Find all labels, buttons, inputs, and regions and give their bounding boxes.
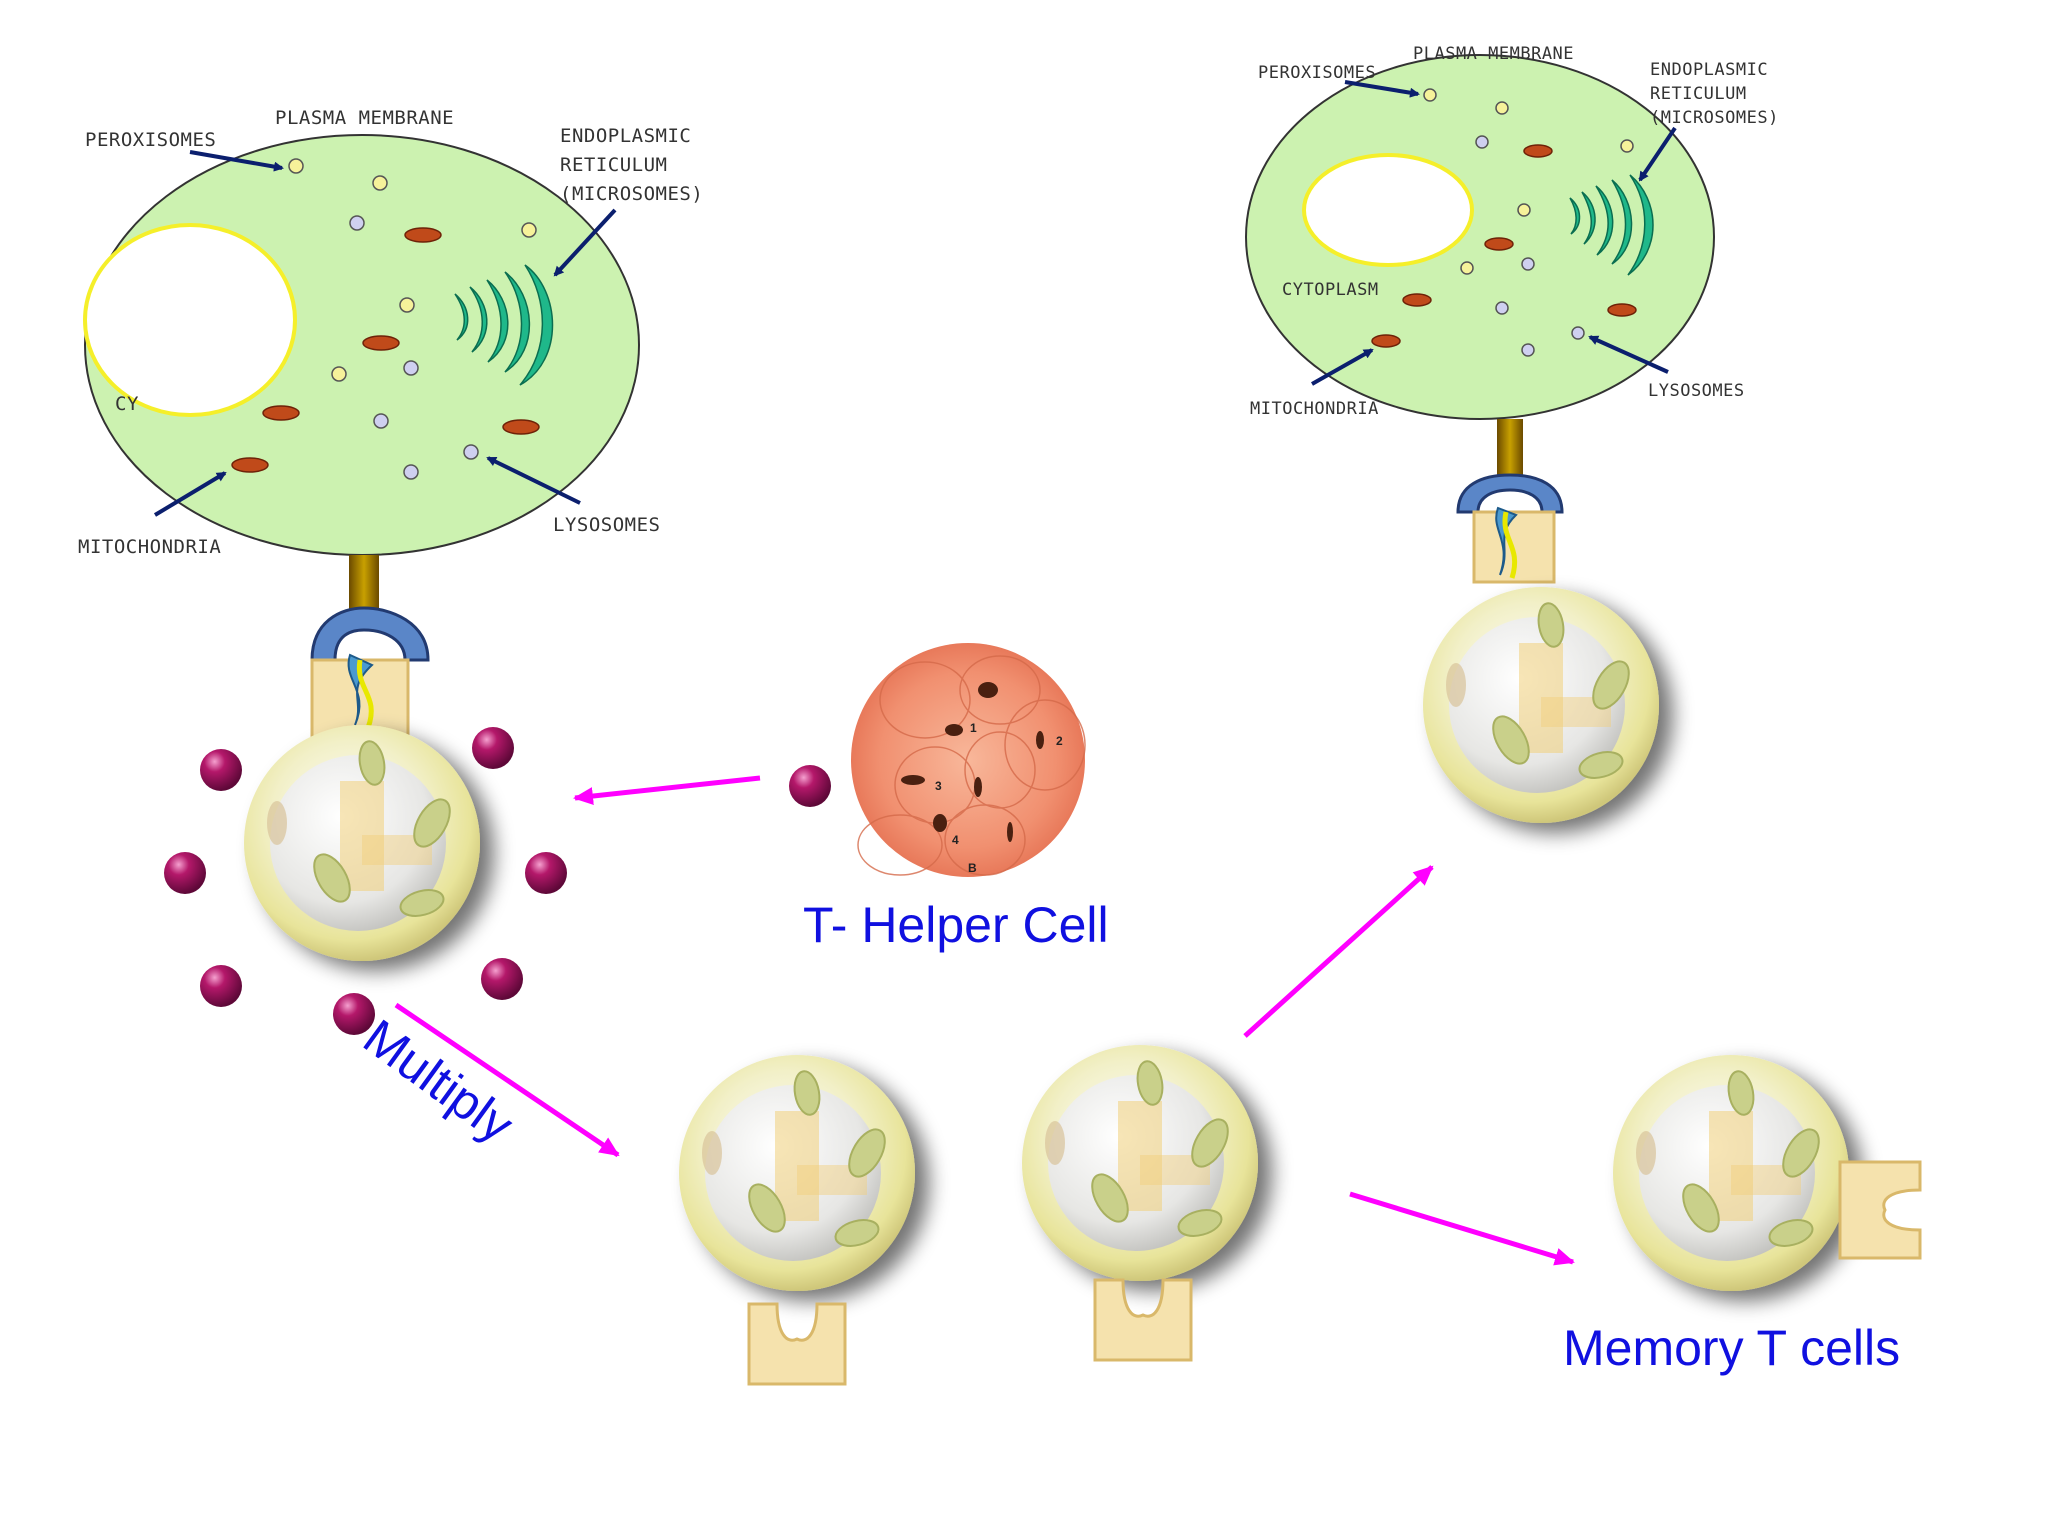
large-cell-nucleus [83, 223, 297, 417]
large-er-icon [454, 264, 554, 386]
memory-t-cell [1613, 1055, 1849, 1291]
micrograph-label-3: 3 [935, 779, 942, 793]
large-er-label-line3: (MICROSOMES) [560, 183, 703, 205]
daughter-t-cell-2 [1022, 1045, 1258, 1281]
small-cell-nucleus [1302, 153, 1474, 267]
micrograph-label-2: 2 [1056, 734, 1063, 748]
activated-t-cell [244, 725, 480, 961]
small-mhc-connector [1456, 419, 1564, 584]
daughter-t-cell-2-receptor [1093, 1278, 1193, 1362]
large-er-label-line1: ENDOPLASMIC [560, 125, 691, 147]
small-er-label-line2: RETICULUM [1650, 84, 1747, 104]
large-peroxisomes-label: PEROXISOMES [85, 129, 216, 151]
micrograph-label-1: 1 [970, 721, 977, 735]
large-mitochondria-icons [231, 227, 540, 473]
small-peroxisome-icons [1423, 88, 1634, 275]
large-er-label-line2: RETICULUM [560, 154, 667, 176]
small-peroxisomes-arrow [1344, 80, 1420, 98]
small-cell-cytoplasm [1245, 54, 1715, 420]
large-lysosome-icons [349, 215, 479, 480]
small-lysosome-icons [1475, 135, 1585, 357]
micrograph-label-4: 4 [952, 833, 959, 847]
small-er-label-line3: (MICROSOMES) [1650, 108, 1779, 128]
small-mitochondria-label: MITOCHONDRIA [1250, 399, 1379, 419]
micrograph-label-b: B [968, 861, 977, 875]
large-lysosomes-arrow [486, 456, 581, 505]
large-mhc-connector [310, 555, 430, 742]
t-helper-caption: T- Helper Cell [803, 897, 1109, 953]
cytokine-icons [164, 727, 831, 1035]
large-peroxisome-icons [288, 158, 537, 382]
small-lysosomes-label: LYSOSOMES [1648, 381, 1745, 401]
small-er-label-line1: ENDOPLASMIC [1650, 60, 1768, 80]
small-er-icon [1569, 174, 1654, 276]
large-body-cell: CY [78, 107, 703, 558]
small-cytoplasm-label: CYTOPLASM [1282, 280, 1379, 300]
to-cytotoxic-arrow [1243, 865, 1434, 1038]
large-plasma-membrane-label: PLASMA MEMBRANE [275, 107, 454, 129]
daughter-t-cell-1-receptor [747, 1302, 847, 1386]
memory-caption: Memory T cells [1563, 1320, 1900, 1376]
cytotoxic-t-cell [1423, 587, 1659, 823]
t-helper-arrow [573, 775, 761, 806]
large-mitochondria-label: MITOCHONDRIA [78, 536, 221, 558]
multiply-arrow [394, 1002, 620, 1158]
daughter-t-cell-1 [679, 1055, 915, 1291]
large-lysosomes-label: LYSOSOMES [553, 514, 660, 536]
large-peroxisomes-arrow [189, 150, 284, 172]
large-cytoplasm-partial-label: CY [115, 393, 139, 415]
small-lysosomes-arrow [1588, 335, 1669, 374]
small-mitochondria-arrow [1311, 348, 1374, 386]
large-mitochondria-arrow [153, 471, 227, 517]
small-er-arrow [1638, 126, 1677, 182]
memory-t-cell-receptor [1838, 1160, 1922, 1260]
small-mitochondria-icons [1371, 144, 1637, 348]
large-er-arrow [553, 208, 617, 277]
small-body-cell: PEROXISOMES PLASMA MEMBRANE ENDOPLASMIC … [1245, 44, 1779, 420]
small-peroxisomes-label: PEROXISOMES [1258, 63, 1376, 83]
multiply-caption: Multiply [354, 1009, 524, 1154]
small-plasma-membrane-label: PLASMA MEMBRANE [1413, 44, 1574, 64]
to-memory-arrow [1349, 1191, 1575, 1266]
t-helper-cell-micrograph: 1 2 3 4 B [851, 643, 1086, 877]
